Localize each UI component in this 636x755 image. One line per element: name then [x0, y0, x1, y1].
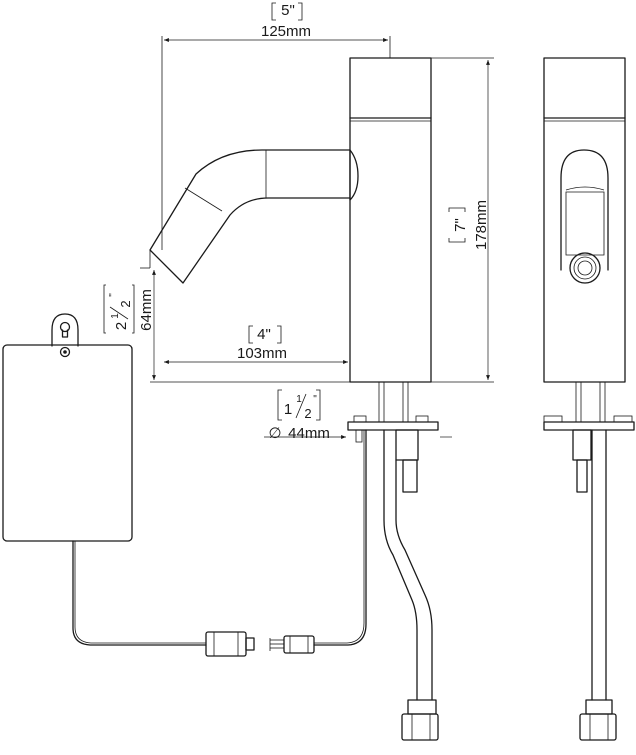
diameter-inch-num: 1: [296, 394, 302, 405]
keyhole-icon: [59, 321, 71, 338]
reach-mm-label: 103mm: [237, 345, 287, 362]
height-inch-label: 7": [452, 218, 469, 232]
spout-height-mm-label: 64mm: [138, 289, 155, 331]
reach-inch-label: 4": [257, 326, 271, 343]
faucet-side-view: [543, 57, 635, 741]
sensor-cable: [313, 429, 367, 646]
diameter-inch-whole: 1: [284, 401, 292, 418]
cable-connector-plug: [205, 631, 255, 657]
dimension-overall-width: 5" 125mm: [161, 2, 391, 250]
diameter-inch-mark: ": [313, 394, 317, 405]
svg-text:2: 2: [113, 322, 130, 330]
power-supply-box: [2, 313, 207, 646]
diameter-inch-den: 2: [304, 406, 311, 421]
svg-text:2: 2: [118, 300, 133, 307]
cable-connector-socket: [269, 635, 315, 654]
dimension-spout-height: 64mm 2 1 2 ": [103, 267, 350, 383]
height-mm-label: 178mm: [473, 200, 490, 250]
sensor-eye-icon: [569, 252, 601, 284]
spout-height-inch-label: 2 1 2 ": [103, 284, 135, 334]
dimension-reach: 4" 103mm: [164, 325, 351, 366]
width-inch-label: 5": [281, 2, 295, 19]
screw-icon: [59, 346, 71, 358]
dimension-overall-height: 7" 178mm: [431, 57, 494, 383]
svg-text:": ": [108, 293, 119, 297]
dimension-base-diameter: 1 1 2 " ∅ 44mm: [264, 389, 452, 442]
svg-text:1: 1: [110, 313, 121, 319]
diameter-mm-label: 44mm: [288, 425, 330, 442]
diameter-symbol: ∅: [268, 425, 281, 442]
width-mm-label: 125mm: [261, 23, 311, 40]
faucet-front-view: [149, 57, 439, 741]
